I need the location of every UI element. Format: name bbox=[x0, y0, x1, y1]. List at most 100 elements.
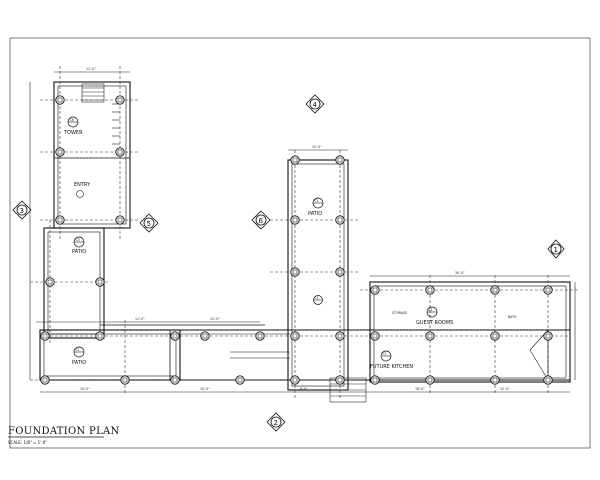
pier-footing bbox=[235, 375, 245, 385]
svg-text:8'-0": 8'-0" bbox=[300, 387, 308, 391]
sheet-border bbox=[9, 37, 591, 449]
room-tag-garage: C1 bbox=[313, 295, 323, 305]
svg-text:C6: C6 bbox=[70, 118, 74, 122]
title-block: FOUNDATION PLAN SCALE: 1/8" = 1'-0" bbox=[8, 426, 120, 445]
pier-footing bbox=[425, 331, 435, 341]
pier-post bbox=[337, 157, 343, 163]
svg-text:12'-0": 12'-0" bbox=[312, 145, 322, 149]
pier-footing bbox=[95, 331, 105, 341]
svg-text:C1: C1 bbox=[76, 348, 80, 352]
svg-text:30'-0": 30'-0" bbox=[455, 271, 465, 275]
pier-footing bbox=[55, 95, 65, 105]
pier-post bbox=[97, 333, 103, 339]
pier-footing bbox=[543, 375, 553, 385]
pier-post bbox=[337, 269, 343, 275]
label-storage: STORAGE bbox=[392, 311, 407, 315]
pier-post bbox=[257, 333, 263, 339]
pier-post bbox=[202, 333, 208, 339]
pier-post bbox=[292, 377, 298, 383]
pier-footing bbox=[290, 267, 300, 277]
pier-footing bbox=[543, 331, 553, 341]
tower-wing bbox=[40, 66, 140, 240]
room-tag-future-kitchen: C1 FUTURE KITCHEN bbox=[370, 350, 413, 370]
svg-text:C1: C1 bbox=[383, 352, 387, 356]
svg-text:11'-0": 11'-0" bbox=[210, 317, 220, 321]
pier-footing bbox=[370, 331, 380, 341]
svg-text:11'-0": 11'-0" bbox=[135, 317, 145, 321]
svg-text:16'-0": 16'-0" bbox=[415, 387, 425, 391]
pier-post bbox=[47, 279, 53, 285]
room-tag-patio-center: C1 PATIO bbox=[308, 197, 324, 217]
pier-post bbox=[372, 377, 378, 383]
room-tag-tower: C6 TOWER bbox=[63, 116, 83, 136]
grid-marker-1: 1 bbox=[547, 239, 565, 259]
pier-post bbox=[427, 377, 433, 383]
pier-footing bbox=[425, 285, 435, 295]
pier-post bbox=[117, 97, 123, 103]
pier-footing bbox=[370, 375, 380, 385]
pier-post bbox=[337, 217, 343, 223]
svg-text:12'-0": 12'-0" bbox=[500, 387, 510, 391]
room-tag-patio-lower: C1 PATIO bbox=[72, 346, 86, 366]
pier-footing bbox=[170, 375, 180, 385]
pier-footing bbox=[115, 147, 125, 157]
pier-post bbox=[372, 287, 378, 293]
pier-footing bbox=[170, 331, 180, 341]
svg-text:C1: C1 bbox=[429, 308, 433, 312]
pier-footing bbox=[255, 331, 265, 341]
pier-post bbox=[117, 217, 123, 223]
pier-footing bbox=[95, 277, 105, 287]
pier-footing bbox=[115, 215, 125, 225]
svg-text:4: 4 bbox=[313, 101, 318, 109]
pier-post bbox=[545, 377, 551, 383]
pier-footing bbox=[290, 375, 300, 385]
pier-footing bbox=[120, 375, 130, 385]
pier-post bbox=[57, 149, 63, 155]
pier-footing bbox=[290, 331, 300, 341]
pier-footing bbox=[335, 331, 345, 341]
pier-post bbox=[337, 377, 343, 383]
pier-footing bbox=[335, 267, 345, 277]
svg-text:C1: C1 bbox=[315, 199, 319, 203]
pier-post bbox=[97, 279, 103, 285]
pier-post bbox=[372, 333, 378, 339]
pier-footing bbox=[200, 331, 210, 341]
pier-footing bbox=[55, 147, 65, 157]
pier-post bbox=[117, 149, 123, 155]
pier-post bbox=[492, 377, 498, 383]
pier-footing bbox=[45, 277, 55, 287]
room-tag-patio-left: C3 PATIO bbox=[72, 236, 86, 255]
pier-footing bbox=[290, 155, 300, 165]
svg-text:TOWER: TOWER bbox=[63, 130, 83, 136]
pier-footing bbox=[370, 285, 380, 295]
pier-footing bbox=[335, 375, 345, 385]
svg-text:PATIO: PATIO bbox=[308, 211, 322, 217]
pier-post bbox=[427, 287, 433, 293]
grid-marker-5: 5 bbox=[139, 213, 159, 233]
room-tag-guest-rooms: C1 GUEST ROOMS bbox=[416, 306, 453, 326]
drawing-title: FOUNDATION PLAN bbox=[8, 426, 120, 437]
pier-post bbox=[545, 287, 551, 293]
pier-footing bbox=[55, 215, 65, 225]
pier-post bbox=[492, 287, 498, 293]
pier-post bbox=[292, 157, 298, 163]
pier-post bbox=[42, 333, 48, 339]
pier-footing bbox=[490, 331, 500, 341]
svg-text:1: 1 bbox=[554, 246, 558, 254]
pier-post bbox=[545, 333, 551, 339]
svg-text:GUEST ROOMS: GUEST ROOMS bbox=[416, 320, 453, 326]
pier-post bbox=[492, 333, 498, 339]
pier-post bbox=[57, 217, 63, 223]
grid-marker-3: 3 bbox=[12, 200, 32, 220]
pier-post bbox=[57, 97, 63, 103]
svg-text:5: 5 bbox=[147, 220, 151, 228]
pier-post bbox=[42, 377, 48, 383]
svg-text:11'-0": 11'-0" bbox=[86, 67, 96, 71]
pier-footing bbox=[40, 331, 50, 341]
svg-text:2: 2 bbox=[274, 419, 278, 427]
pier-post bbox=[172, 333, 178, 339]
label-bath: BATH bbox=[508, 315, 517, 319]
pier-footing bbox=[115, 95, 125, 105]
pier-post bbox=[292, 333, 298, 339]
